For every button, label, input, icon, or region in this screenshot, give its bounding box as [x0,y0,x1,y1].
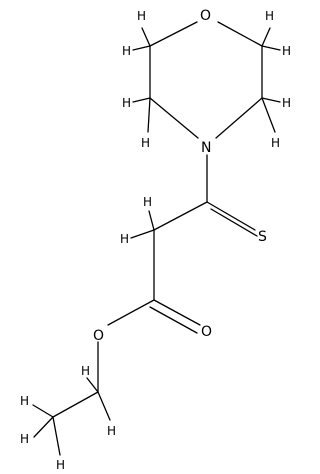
atom-sulfur: S [258,229,267,245]
bond-c-o-double-2 [149,306,198,334]
atom-hydrogen: H [120,232,129,246]
bond-c-o-ester [107,299,155,326]
bond-c-s-1 [206,201,256,231]
bond-c-ch2 [153,201,208,231]
h-bond [132,45,151,51]
atom-hydrogen: H [141,136,150,150]
h-bond [261,27,271,47]
h-bond [147,97,151,133]
bond-c-n-right [215,97,263,139]
atom-oxygen-ester: O [93,328,104,344]
h-bond [261,97,281,103]
atom-hydrogen: H [122,96,131,110]
bond-ch2-ch3 [52,391,99,418]
atom-hydrogen: H [137,9,146,23]
h-bond [52,416,61,456]
atom-hydrogen: H [282,96,291,110]
atom-hydrogen: H [56,458,65,472]
bond-c-o-double-1 [153,299,201,326]
atom-hydrogen: H [81,364,90,378]
structure-canvas: O N S O O H H H H H H H H H H H H H H H [20,8,292,472]
atom-hydrogen: H [271,136,280,150]
h-bond [32,404,54,418]
atom-hydrogen: H [20,394,29,408]
h-bond [97,391,111,421]
h-bond [132,97,151,103]
bond-c-n-left [149,97,199,139]
h-bond [130,229,155,239]
bond-c-s-2 [210,208,258,237]
molecule-drawing: O N S O O H H H H H H H H H H H H H H H [20,8,291,472]
h-bond [261,45,281,51]
bond-lines [32,21,281,456]
atom-hydrogen: H [20,432,29,446]
atom-hydrogen: H [122,44,131,58]
atom-oxygen-ring: O [200,8,211,24]
h-bond [148,210,155,231]
atom-hydrogen: H [143,195,152,209]
h-bond [86,377,99,393]
bond-o-c-left [149,21,198,47]
hydrogen-labels: H H H H H H H H H H H H H H H [20,9,291,472]
atom-labels: O N S O O [93,8,267,344]
h-bond [33,416,54,438]
atom-hydrogen: H [107,424,116,438]
atom-hydrogen: H [265,9,274,23]
atom-hydrogen: H [282,44,291,58]
bond-o-c-right [217,21,263,47]
atom-nitrogen: N [201,140,211,156]
h-bond [261,97,276,133]
h-bond [141,27,151,47]
atom-oxygen-carbonyl: O [201,324,212,340]
